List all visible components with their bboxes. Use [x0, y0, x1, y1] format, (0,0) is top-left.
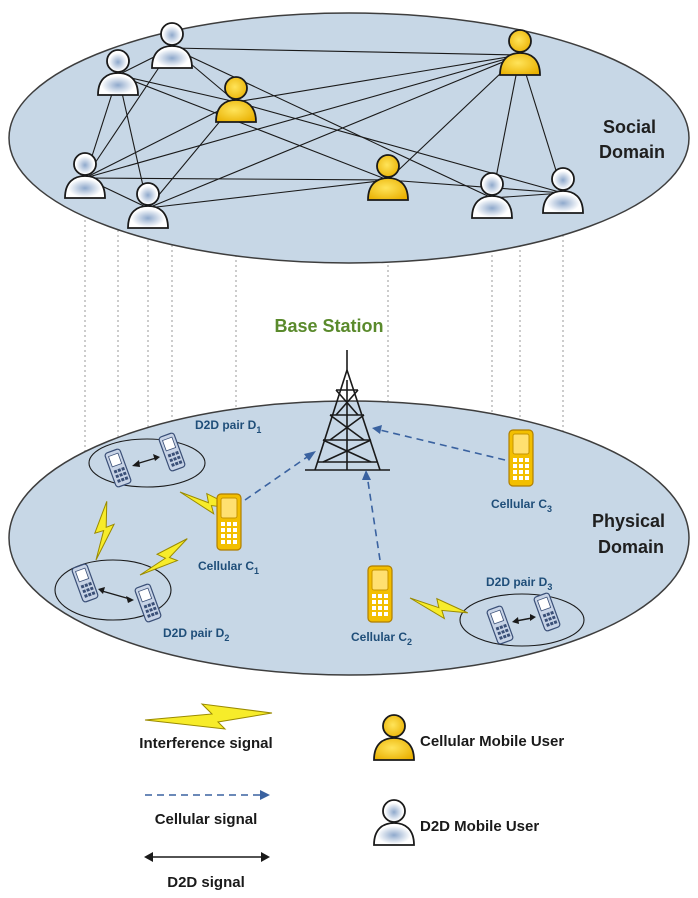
- base-station-tower-icon: [305, 350, 390, 471]
- d2d-pair-label: D2D pair D1: [195, 418, 261, 435]
- cellular-user-label: Cellular C3: [491, 497, 552, 514]
- d2d-pair-d3-group: [459, 593, 585, 647]
- cellular-user-label: Cellular C2: [351, 630, 412, 647]
- d2d-link-arrowheads: [98, 454, 536, 624]
- legend-d2d-arrowhead-right: [261, 852, 270, 862]
- d2d-mobile-user-icon: [374, 800, 414, 845]
- social-domain: Social Domain: [8, 12, 690, 264]
- cellular-signals: [244, 429, 506, 561]
- cellular-user-label: Cellular C1: [198, 559, 259, 576]
- cellular-phone-c3: [508, 429, 534, 487]
- physical-domain-plane: [8, 400, 690, 676]
- cellular-phone-c1: [216, 493, 242, 551]
- base-station-label: Base Station: [274, 316, 383, 336]
- legend-interference-label: Interference signal: [139, 735, 272, 752]
- physical-domain-label: Physical Domain: [592, 511, 670, 557]
- cellular-phone-c2: [367, 565, 393, 623]
- physical-labels: D2D pair D1 Cellular C1 D2D pair D2 Cell…: [163, 418, 552, 647]
- cellular-signal-c2: [366, 474, 381, 561]
- legend-d2d-arrowhead-left: [144, 852, 153, 862]
- legend: Interference signal Cellular signal D2D …: [139, 703, 564, 891]
- cellular-signal-c3: [379, 429, 506, 461]
- d2d-pair-label: D2D pair D2: [163, 626, 229, 643]
- legend-d2d-user-label: D2D Mobile User: [420, 818, 539, 835]
- legend-interference-symbol: [144, 703, 273, 730]
- d2d-pair-d1-group: [88, 438, 206, 488]
- social-links: [84, 47, 564, 209]
- legend-cellular-user-label: Cellular Mobile User: [420, 733, 564, 750]
- cellular-signal-arrowheads: [304, 425, 382, 480]
- cellular-signal-c1: [244, 454, 311, 501]
- legend-d2d-signal-label: D2D signal: [167, 874, 245, 891]
- legend-cellular-arrowhead: [260, 790, 270, 800]
- physical-domain: Base Station: [8, 316, 690, 676]
- cellular-mobile-user-icon: [374, 715, 414, 760]
- social-domain-plane: [8, 12, 690, 264]
- d2d-pair-d2-group: [54, 559, 172, 621]
- legend-cellular-signal-label: Cellular signal: [155, 811, 258, 828]
- social-domain-label: Social Domain: [599, 117, 665, 162]
- d2d-pair-label: D2D pair D3: [486, 575, 552, 592]
